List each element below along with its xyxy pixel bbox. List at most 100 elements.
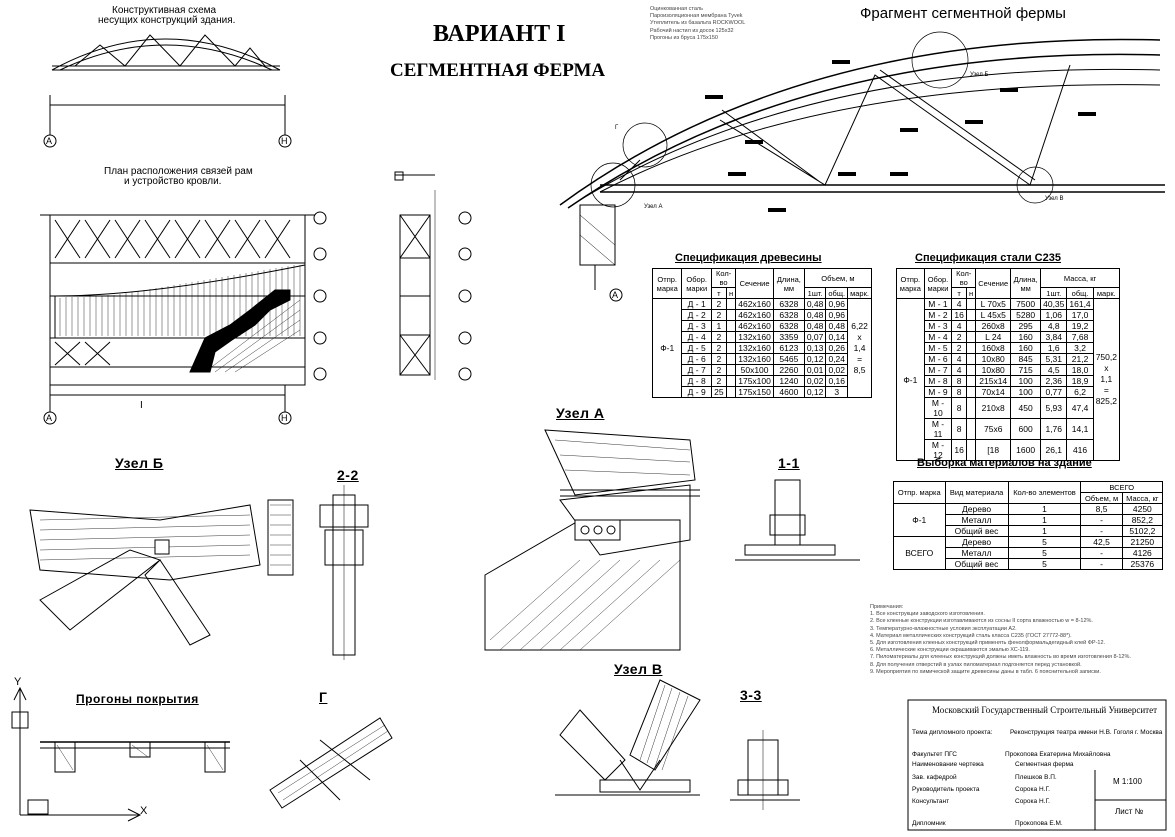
stamp-head-label: Руководитель проекта [912, 786, 980, 793]
note-line: 1. Все конструкции заводского изготовлен… [870, 611, 985, 618]
legend-line: Оцинкованная сталь [650, 6, 703, 12]
wood-spec-cell [725, 353, 737, 365]
stamp-sheet-name: Сегментная ферма [1015, 761, 1074, 768]
wood-spec-cell: 0,14 [825, 331, 849, 343]
wood-spec-header: 1шт. [803, 287, 827, 299]
steel-spec-cell: 19,2 [1066, 320, 1094, 332]
steel-spec-cell [965, 397, 977, 419]
steel-spec-cell: L 70х5 [975, 298, 1012, 310]
plan-caption-1: План расположения связей рам [104, 166, 253, 177]
compass-axes [11, 686, 142, 822]
steel-spec-header: Масса, кг [1040, 268, 1120, 288]
steel-spec-cell: 2,36 [1040, 375, 1068, 387]
stamp-student: Прокопова Е.М. [1015, 820, 1063, 827]
wood-spec-cell: 6123 [772, 342, 805, 354]
wood-spec-cell [725, 309, 737, 321]
stamp-scale: М 1:100 [1113, 777, 1142, 786]
steel-spec-cell: 845 [1010, 353, 1042, 365]
frag-label-uzel-a: Узел А [644, 204, 663, 210]
steel-spec-cell: М - 3 [923, 320, 953, 332]
steel-spec-cell [965, 331, 977, 343]
materials-cell: 4250 [1121, 503, 1164, 515]
steel-spec-header: т [951, 287, 967, 299]
wood-spec-cell [725, 331, 737, 343]
steel-spec-cell: 416 [1066, 439, 1094, 461]
legend-line: Рабочий настил из досок 125х32 [650, 27, 734, 34]
wood-spec-cell: 462х160 [735, 309, 774, 321]
materials-cell: 5 [1007, 547, 1082, 559]
frag-label-g: Г [615, 125, 619, 131]
steel-spec-cell: 8 [951, 418, 967, 440]
steel-spec-cell [965, 364, 977, 376]
notes-block: Примечания: 1. Все конструкции заводског… [870, 604, 1131, 676]
steel-spec-cell: 3,84 [1040, 331, 1068, 343]
wood-spec-cell [725, 342, 737, 354]
steel-spec-header: марк. [1092, 287, 1121, 299]
steel-spec-cell: М - 1 [923, 298, 953, 310]
steel-spec-header: Обор. марки [923, 268, 953, 299]
wood-spec-header: н [725, 287, 737, 299]
plan-caption-2: и устройство кровли. [124, 176, 222, 187]
steel-spec-cell: 1,06 [1040, 309, 1068, 321]
steel-spec-cell: М - 6 [923, 353, 953, 365]
note-line: 8. Для получения отверстий в узлах пилом… [870, 661, 1082, 668]
wood-spec-cell: 0,13 [803, 342, 827, 354]
materials-table: Отпр. марка Вид материала Кол-во элемент… [893, 481, 1164, 570]
purlins-drawing [40, 741, 230, 773]
steel-spec-header: Сечение [975, 268, 1012, 299]
title-block-frame [907, 699, 1167, 831]
wood-spec-cell: 2 [710, 364, 727, 376]
materials-cell: Общий вес [944, 525, 1009, 537]
materials-cell: 5102,2 [1121, 525, 1164, 537]
wood-spec-cell: 6328 [772, 309, 805, 321]
legend-line: Утеплитель из базальта ROCKWOOL [650, 20, 746, 27]
node-b-drawing [29, 499, 294, 646]
wood-spec-cell: 2 [710, 375, 727, 387]
wood-spec-mark-total-part: = [857, 353, 863, 364]
stamp-name2: Сорока Н.Г. [1015, 786, 1050, 793]
wood-spec-cell: 0,07 [803, 331, 827, 343]
wood-spec-cell: 25 [710, 386, 727, 398]
steel-spec-cell: 10х80 [975, 364, 1012, 376]
steel-spec-cell: 4,5 [1040, 364, 1068, 376]
materials-cell: 5 [1007, 536, 1082, 548]
axis-h-label: Н [281, 136, 288, 146]
steel-spec-cell: 4 [951, 320, 967, 332]
materials-cell: Дерево [944, 503, 1009, 515]
steel-spec-cell: 100 [1010, 375, 1042, 387]
wood-spec-cell: 0,01 [803, 364, 827, 376]
materials-cell: - [1080, 514, 1123, 526]
stamp-name1: Плешков В.П. [1015, 774, 1057, 781]
wood-spec-cell: 2 [710, 309, 727, 321]
steel-spec-cell: L 45х5 [975, 309, 1012, 321]
uzel-a-title: Узел А [556, 405, 605, 421]
steel-spec-title: Спецификация стали С235 [915, 252, 1061, 264]
materials-cell: - [1080, 525, 1123, 537]
note-line: 7. Пиломатериалы для клееных конструкций… [870, 654, 1131, 661]
wood-spec-header: Объем, м [803, 268, 873, 288]
steel-spec-cell: 8 [951, 386, 967, 398]
steel-spec-cell: М - 9 [923, 386, 953, 398]
wood-spec-cell [725, 375, 737, 387]
materials-cell: 25376 [1121, 558, 1164, 570]
wood-spec-cell: 175х100 [735, 375, 774, 387]
steel-spec-cell: М - 11 [923, 418, 953, 440]
steel-spec-cell: 75х6 [975, 418, 1012, 440]
materials-cell: 8,5 [1080, 503, 1123, 515]
steel-spec-mark-total-part: 1,1 [1100, 374, 1113, 384]
purlins-title: Прогоны покрытия [76, 692, 199, 706]
